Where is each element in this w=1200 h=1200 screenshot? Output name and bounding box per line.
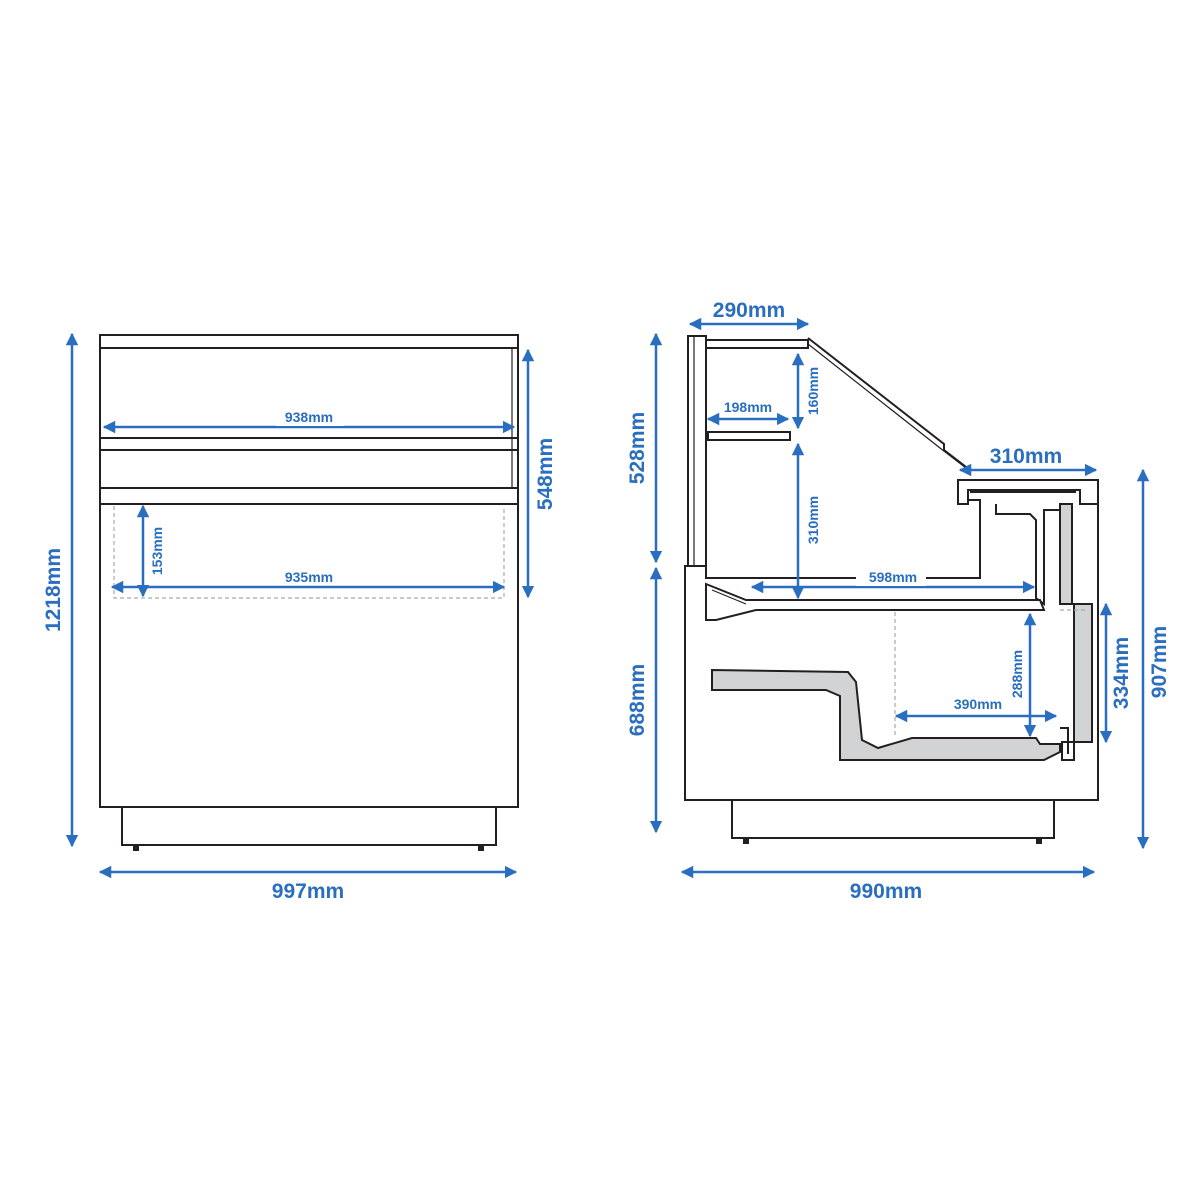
side-counter-cap xyxy=(957,479,1099,505)
front-view: 1218mm 548mm 938mm 935mm 153mm 997mm xyxy=(42,332,557,903)
label-total-width: 997mm xyxy=(272,880,344,903)
label-well-depth: 288mm xyxy=(1009,650,1025,698)
side-rear-panel-lower xyxy=(1073,603,1093,743)
label-top-depth: 290mm xyxy=(713,299,785,322)
label-inner-width-top: 938mm xyxy=(285,409,333,425)
label-shelf-height: 160mm xyxy=(805,367,821,415)
front-plinth xyxy=(121,806,497,846)
label-upper-height: 548mm xyxy=(534,438,557,510)
label-counter-height: 907mm xyxy=(1148,626,1171,698)
front-counter-band xyxy=(99,487,519,505)
label-rear-panel-height: 334mm xyxy=(1110,637,1133,709)
label-lower-side-height: 688mm xyxy=(626,664,649,736)
side-rear-upright xyxy=(687,335,707,567)
side-top-shelf xyxy=(705,339,809,349)
side-foot-left xyxy=(743,838,749,844)
side-deck xyxy=(705,582,1046,621)
label-total-depth: 990mm xyxy=(850,880,922,903)
front-foot-left xyxy=(133,845,139,851)
label-total-height: 1218mm xyxy=(42,548,65,632)
label-well-width: 390mm xyxy=(954,696,1002,712)
label-shelf-depth: 198mm xyxy=(724,399,772,415)
label-glass-clearance: 310mm xyxy=(805,496,821,544)
side-well-section xyxy=(711,668,1061,761)
front-foot-right xyxy=(478,845,484,851)
side-view: 290mm 198mm 160mm 310mm 528mm 688mm 310m… xyxy=(626,299,1171,903)
side-middle-shelf xyxy=(707,431,791,441)
label-counter-depth: 310mm xyxy=(990,445,1062,468)
side-rear-panel-upper xyxy=(1059,503,1073,605)
label-recess-depth: 153mm xyxy=(149,527,165,575)
label-deck-width: 598mm xyxy=(869,569,917,585)
side-foot-right xyxy=(1036,838,1042,844)
label-inner-width-bottom: 935mm xyxy=(285,569,333,585)
label-upper-side-height: 528mm xyxy=(626,412,649,484)
side-sloped-glass xyxy=(807,337,971,471)
side-plinth xyxy=(731,799,1055,839)
